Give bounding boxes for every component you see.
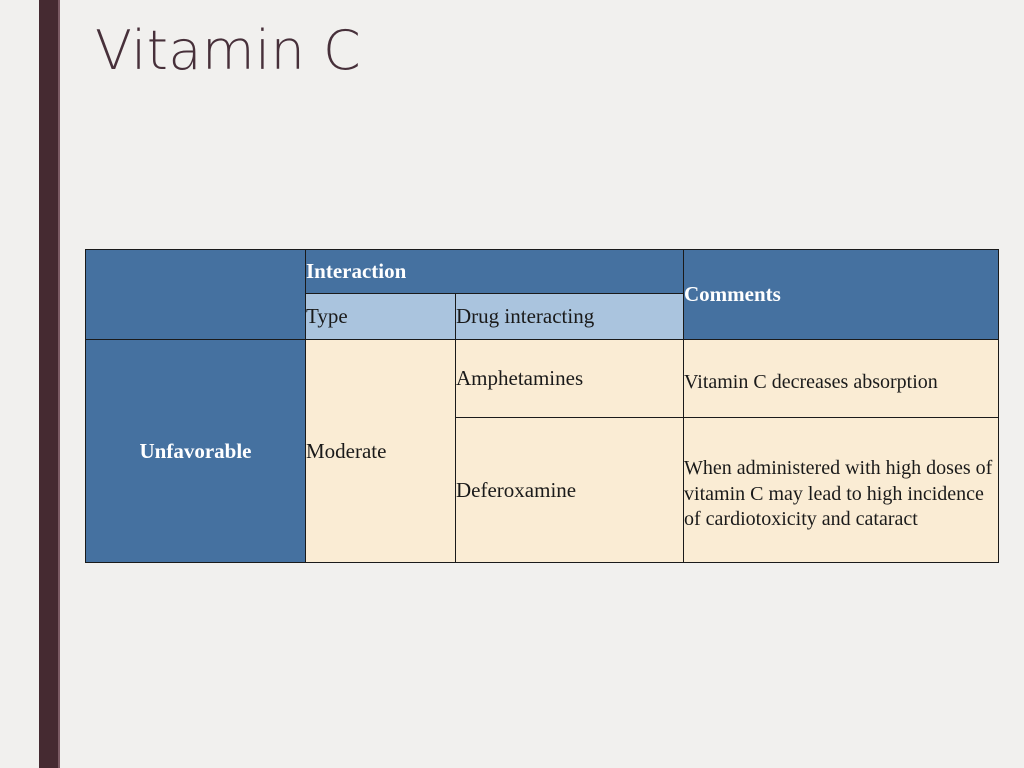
header-comments: Comments [683, 248, 1000, 341]
interaction-table-wrapper: Interaction Comments Type Drug interacti… [85, 248, 1000, 563]
table-row: Deferoxamine When administered with high… [86, 417, 1000, 563]
page-title: Vitamin C [95, 19, 362, 82]
header-corner-cell [85, 248, 306, 341]
cell-type-moderate: Moderate [305, 339, 456, 563]
table-header-row-group: Interaction Comments [85, 248, 1000, 341]
table-row: Unfavorable Moderate Amphetamines Vitami… [85, 339, 1000, 563]
subheader-type: Type [305, 292, 456, 341]
table-subheader-row: Type Drug interacting [86, 292, 999, 341]
cell-drug-deferoxamine: Deferoxamine [454, 417, 685, 563]
subheader-drug-interacting: Drug interacting [454, 292, 685, 341]
cell-comment-amphetamines: Vitamin C decreases absorption [683, 339, 1000, 419]
left-accent-bar [39, 0, 58, 768]
left-accent-bar-edge [58, 0, 60, 768]
cell-comment-deferoxamine: When administered with high doses of vit… [683, 417, 1000, 563]
cell-drug-amphetamines: Amphetamines [454, 339, 685, 419]
cell-category-unfavorable: Unfavorable [85, 339, 306, 563]
interaction-table: Interaction Comments Type Drug interacti… [85, 248, 1000, 563]
header-interaction-group: Interaction [304, 249, 685, 294]
